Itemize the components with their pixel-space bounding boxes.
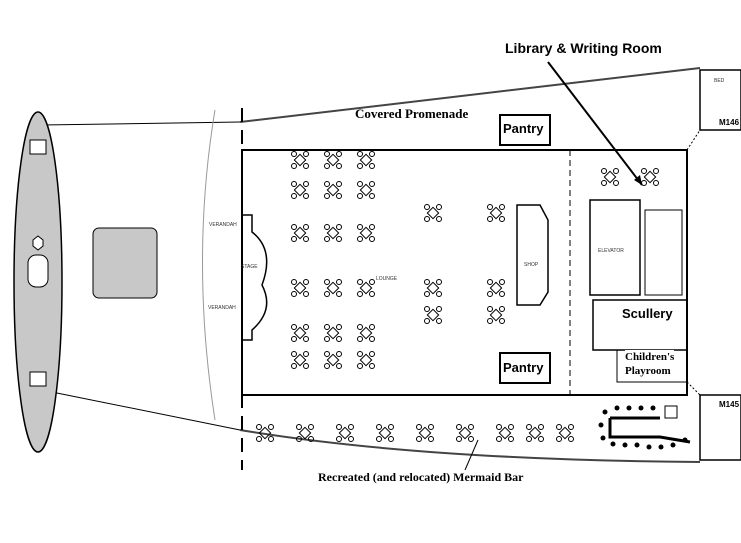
verandah-top-label: VERANDAH: [209, 222, 237, 228]
playroom-dot: [602, 409, 608, 415]
table-with-chairs: [357, 351, 375, 369]
playroom-dot: [600, 435, 606, 441]
train-station: [664, 405, 678, 419]
table-with-chairs: [291, 279, 309, 297]
playroom-dot: [670, 442, 676, 448]
table-with-chairs: [556, 424, 574, 442]
library-label: Library & Writing Room: [505, 40, 662, 56]
table-with-chairs: [324, 351, 342, 369]
table-with-chairs: [456, 424, 474, 442]
playroom-dot: [614, 405, 620, 411]
playroom-label-line1: Children's: [625, 351, 675, 363]
table-with-chairs: [487, 204, 505, 222]
shop-label: SHOP: [524, 262, 539, 268]
mermaid-pointer-arrow: [464, 439, 479, 471]
playroom-dot: [626, 405, 632, 411]
playroom-label-line2: Playroom: [625, 365, 671, 377]
playroom-dot: [634, 442, 640, 448]
table-with-chairs: [324, 324, 342, 342]
arrow-head: [634, 175, 642, 185]
table-with-chairs: [291, 324, 309, 342]
table-with-chairs: [357, 224, 375, 242]
playroom-dot: [650, 405, 656, 411]
funnel-vent: [29, 371, 47, 387]
playroom-dot: [622, 442, 628, 448]
playroom-dot: [598, 422, 604, 428]
bed-label: BED: [714, 78, 725, 84]
table-with-chairs: [324, 151, 342, 169]
table-with-chairs: [324, 181, 342, 199]
skylight: [92, 227, 158, 299]
pantry-top-label: Pantry: [503, 121, 544, 136]
aft-deck-edge: [202, 109, 216, 421]
cabin-connector: [686, 381, 701, 396]
table-with-chairs: [424, 279, 442, 297]
pantry-bottom-label: Pantry: [503, 360, 544, 375]
train-track: [608, 416, 691, 444]
cabin-m145-label: M145: [719, 400, 740, 409]
table-with-chairs: [496, 424, 514, 442]
funnel-opening: [27, 254, 49, 288]
scullery-label: Scullery: [622, 306, 673, 321]
funnel-hex: [32, 235, 44, 251]
perspective-line-bottom: [41, 389, 241, 431]
table-with-chairs: [291, 151, 309, 169]
stage-label: STAGE: [241, 264, 258, 270]
table-with-chairs: [324, 224, 342, 242]
playroom-dot: [638, 405, 644, 411]
playroom-dot: [658, 444, 664, 450]
pantry-bottom-room: [499, 352, 551, 384]
table-with-chairs: [487, 279, 505, 297]
perspective-line-top: [41, 121, 241, 126]
elevator-core: [589, 199, 641, 296]
lounge-walls: [241, 149, 688, 396]
table-with-chairs: [291, 224, 309, 242]
table-with-chairs: [641, 168, 659, 186]
hull-top: [239, 67, 701, 123]
table-with-chairs: [526, 424, 544, 442]
hull-bottom: [239, 429, 701, 463]
table-with-chairs: [424, 306, 442, 324]
table-with-chairs: [376, 424, 394, 442]
furniture-layer: [256, 151, 688, 450]
lounge-label: LOUNGE: [376, 276, 398, 282]
table-with-chairs: [424, 204, 442, 222]
table-with-chairs: [357, 324, 375, 342]
cabin-m146-label: M146: [719, 118, 740, 127]
mermaid-bar-label: Recreated (and relocated) Mermaid Bar: [318, 470, 524, 484]
verandah-bottom-label: VERANDAH: [208, 305, 236, 311]
library-pointer-arrow: [547, 61, 643, 186]
table-with-chairs: [291, 181, 309, 199]
table-with-chairs: [357, 181, 375, 199]
table-with-chairs: [487, 306, 505, 324]
table-with-chairs: [357, 151, 375, 169]
promenade-label: Covered Promenade: [355, 106, 469, 121]
table-with-chairs: [357, 279, 375, 297]
cabin-m145: [699, 394, 741, 461]
playroom-dot: [646, 444, 652, 450]
stage: [242, 214, 268, 341]
table-with-chairs: [601, 168, 619, 186]
table-with-chairs: [416, 424, 434, 442]
table-with-chairs: [256, 424, 274, 442]
table-with-chairs: [291, 351, 309, 369]
cabin-connector: [686, 129, 701, 151]
table-with-chairs: [324, 279, 342, 297]
writing-room-alcove: [644, 209, 683, 296]
elevator-label: ELEVATOR: [598, 248, 624, 254]
shop: [516, 204, 549, 306]
table-with-chairs: [296, 424, 314, 442]
pantry-top-room: [499, 114, 551, 146]
cabin-m146: [699, 69, 741, 131]
table-with-chairs: [336, 424, 354, 442]
playroom-label: Children's Playroom: [625, 350, 675, 378]
playroom-dot: [682, 437, 688, 443]
funnel-vent: [29, 139, 47, 155]
playroom-dot: [610, 441, 616, 447]
